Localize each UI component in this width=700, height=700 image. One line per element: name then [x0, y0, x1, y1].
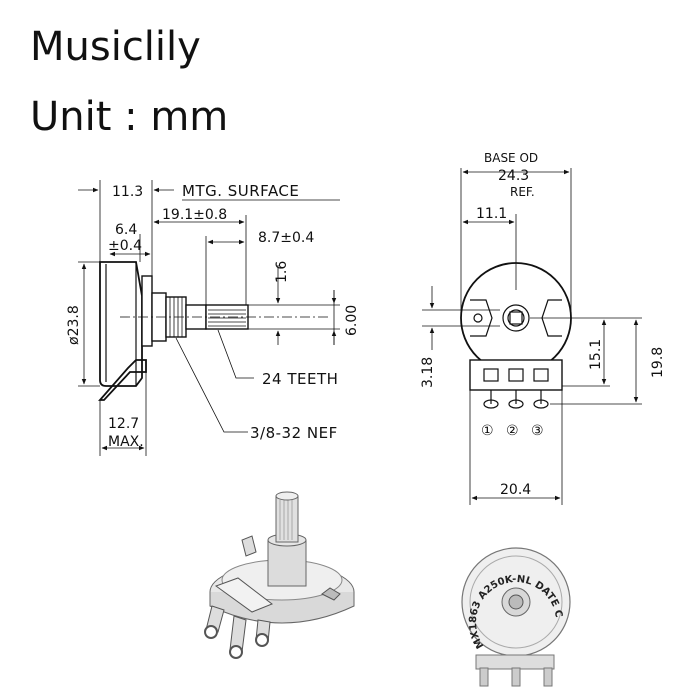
terminal-lug	[98, 359, 147, 401]
pin-3: ③	[531, 423, 544, 439]
terminal-strip	[469, 359, 563, 391]
dim-3-18: 3.18	[420, 357, 436, 388]
teeth-label: 24 TEETH	[262, 370, 338, 388]
shaft-hole	[502, 304, 530, 332]
dim-15-1: 15.1	[588, 339, 604, 370]
side-view: 11.3 MTG. SURFACE 19.1±0.8 6.4 ±0.4 8.7±…	[66, 180, 360, 456]
dim-23-8: ø23.8	[66, 305, 82, 345]
thread-label: 3/8-32 NEF	[250, 424, 338, 442]
dim-12-7: 12.7	[108, 416, 139, 432]
brand-title: Musiclily	[30, 24, 201, 70]
dim-19-8: 19.8	[650, 347, 666, 378]
dim-11-1: 11.1	[476, 206, 507, 222]
mounting-plate	[141, 275, 153, 347]
pot-photo-isometric	[204, 491, 355, 659]
dim-6-4-tol: ±0.4	[108, 238, 142, 254]
dim-1-6: 1.6	[274, 261, 290, 283]
dim-19-1: 19.1±0.8	[162, 207, 227, 223]
unit-label: Unit : mm	[30, 94, 229, 140]
front-view: ① ② ③ BASE OD 24.3 REF. 11.1 3.18 15.1 1…	[420, 151, 666, 505]
max-label: MAX.	[108, 434, 144, 450]
mtg-surface-label: MTG. SURFACE	[182, 182, 299, 200]
dim-11-3: 11.3	[112, 184, 143, 200]
base-od-label: BASE OD	[484, 151, 538, 165]
dim-6-00: 6.00	[344, 305, 360, 336]
dim-24-3: 24.3	[498, 168, 529, 184]
pin-1: ①	[481, 423, 494, 439]
dim-20-4: 20.4	[500, 482, 531, 498]
dim-8-7: 8.7±0.4	[258, 230, 314, 246]
ref-label: REF.	[510, 185, 535, 199]
pot-housing	[99, 261, 143, 387]
dim-6-4: 6.4	[115, 222, 137, 238]
pin-2: ②	[506, 423, 519, 439]
